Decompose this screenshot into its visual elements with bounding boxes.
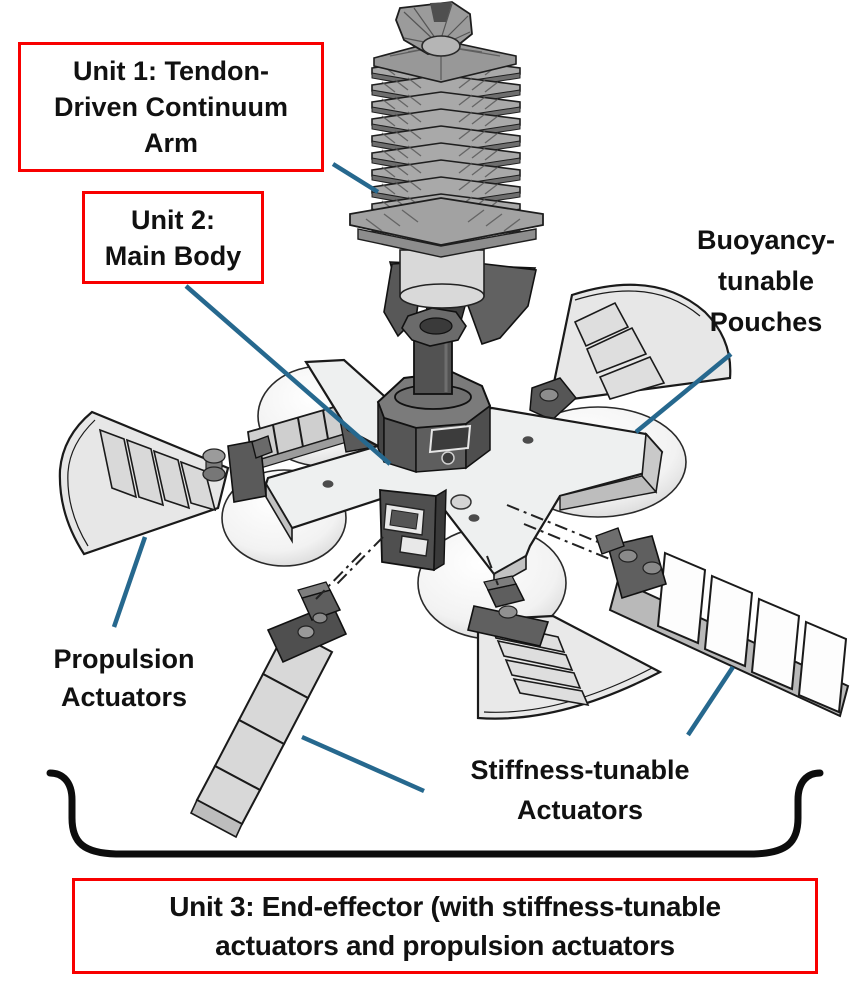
leader-line-unit2 (184, 284, 392, 466)
callout-unit1-line3: Arm (143, 128, 198, 158)
continuum-arm (349, 39, 544, 258)
callout-unit2: Unit 2: Main Body (82, 191, 264, 284)
callout-unit1: Unit 1: Tendon- Driven Continuum Arm (18, 42, 324, 172)
callout-buoyancy-line2: tunable (717, 265, 814, 296)
sail-west (58, 410, 230, 556)
exploded-center-lines (315, 504, 613, 600)
callout-unit1-line2: Driven Continuum (54, 92, 288, 122)
center-line-sw-1 (335, 536, 384, 586)
callout-unit3: Unit 3: End-effector (with stiffness-tun… (72, 878, 818, 974)
callout-stiffness-line2: Actuators (516, 795, 644, 825)
center-line-se-1 (506, 504, 599, 543)
sail-south (467, 575, 663, 720)
center-line-sw-2 (315, 552, 362, 600)
center-line-s (486, 555, 499, 586)
callout-propulsion: Propulsion Actuators (24, 638, 224, 718)
leader-line-buoyancy (634, 352, 733, 434)
propeller-hinge-west (202, 435, 273, 503)
callout-unit3-line2: actuators and propulsion actuators (215, 930, 675, 961)
leader-line-propulsion (111, 536, 148, 628)
callout-unit3-line1: Unit 3: End-effector (with stiffness-tun… (169, 891, 721, 922)
bottom-brace (46, 769, 824, 858)
callout-propulsion-line2: Actuators (60, 682, 188, 712)
callout-stiffness: Stiffness-tunable Actuators (418, 748, 742, 832)
continuum-arm-top-fin (395, 1, 473, 57)
callout-buoyancy-line1: Buoyancy- (696, 224, 836, 255)
leader-line-stiffness-left (301, 734, 425, 794)
leader-line-unit1 (331, 162, 380, 194)
leader-line-stiffness-right (686, 665, 735, 737)
callout-buoyancy: Buoyancy- tunable Pouches (668, 216, 864, 346)
callout-unit2-line1: Unit 2: (131, 204, 215, 235)
arm-southeast (595, 527, 850, 718)
callout-buoyancy-line3: Pouches (709, 306, 823, 337)
arm-southwest (189, 581, 348, 839)
stiffness-sail-northeast (529, 283, 732, 421)
callout-stiffness-line1: Stiffness-tunable (470, 755, 690, 785)
center-line-se-2 (523, 523, 613, 561)
callout-propulsion-line1: Propulsion (53, 644, 195, 674)
main-body-lower (379, 488, 447, 572)
continuum-arm-collar (399, 249, 485, 309)
callout-unit2-line2: Main Body (104, 240, 242, 271)
callout-unit1-line1: Unit 1: Tendon- (73, 56, 269, 86)
